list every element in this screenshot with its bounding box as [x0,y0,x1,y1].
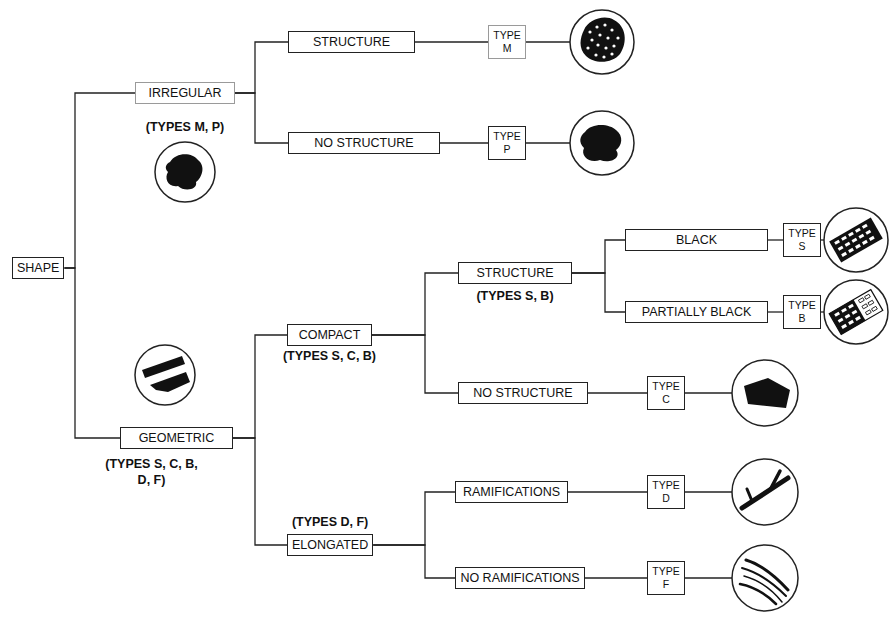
box-label: TYPE M [491,29,523,55]
type-group-note: (TYPES S, B) [476,288,553,304]
box-label: TYPE P [491,130,523,156]
geometric-picture [135,345,195,405]
tree-connector [233,335,287,438]
tree-connector [440,142,488,143]
tree-connector [64,93,135,268]
box-label: RAMIFICATIONS [460,485,563,499]
feature-box: RAMIFICATIONS [455,481,568,503]
box-label: BLACK [630,233,763,247]
type-f-picture [732,545,798,611]
category-box: ELONGATED(TYPES D, F) [287,534,373,556]
tree-connector [568,491,647,492]
box-label: IRREGULAR [140,86,230,100]
tree-connector [572,240,625,273]
type-c-picture [732,360,798,426]
tree-connector [768,311,783,312]
box-label: NO STRUCTURE [463,386,583,400]
feature-box: NO STRUCTURE [288,132,440,154]
feature-box: BLACK [625,229,768,251]
box-label: STRUCTURE [293,35,410,49]
type-p-picture [570,111,634,175]
tree-connector [588,392,647,393]
tree-connector [372,335,458,393]
type-m-picture [570,10,634,74]
tree-connector [233,438,287,545]
feature-box: STRUCTURE(TYPES S, B) [458,262,572,284]
type-s-picture [824,208,888,272]
box-label: TYPE S [786,227,818,253]
category-box: COMPACT(TYPES S, C, B) [287,324,372,346]
irregular-picture [155,142,215,202]
type-group-note: (TYPES S, C, B, D, F) [102,456,202,488]
tree-connector [235,42,288,93]
category-box: GEOMETRIC(TYPES S, C, B, D, F) [120,427,233,449]
box-label: PARTIALLY BLACK [630,305,763,319]
type-box: TYPE P [488,126,526,160]
type-box: TYPE C [647,376,685,410]
feature-box: NO STRUCTURE [458,382,588,404]
feature-box: NO RAMIFICATIONS [455,567,585,589]
type-box: TYPE M [488,25,526,59]
type-box: TYPE F [647,561,685,595]
box-label: COMPACT [292,328,367,342]
type-box: TYPE D [647,475,685,509]
tree-connector [64,268,120,438]
box-label: TYPE B [786,299,818,325]
type-group-note: (TYPES M, P) [146,119,224,135]
type-box: TYPE B [783,295,821,329]
box-label: GEOMETRIC [125,431,228,445]
box-label: TYPE C [650,380,682,406]
root-box: SHAPE [12,257,64,279]
tree-connector [415,41,488,42]
type-box: TYPE S [783,223,821,257]
feature-box: PARTIALLY BLACK [625,301,768,323]
category-box: IRREGULAR(TYPES M, P) [135,82,235,104]
tree-connector [373,545,455,578]
type-to-picture-lines [526,42,824,578]
box-label: NO STRUCTURE [293,136,435,150]
box-label: ELONGATED [292,538,368,552]
box-label: STRUCTURE [463,266,567,280]
type-group-note: (TYPES D, F) [292,514,368,530]
type-b-picture [824,280,888,344]
feature-box: STRUCTURE [288,31,415,53]
type-d-picture [732,459,798,525]
tree-connector [585,577,647,578]
type-group-note: (TYPES S, C, B) [283,348,376,364]
box-label: NO RAMIFICATIONS [460,571,580,585]
box-label: TYPE D [650,479,682,505]
box-label: SHAPE [17,261,59,275]
box-label: TYPE F [650,565,682,591]
tree-connector [235,93,288,143]
tree-connector [572,273,625,312]
tree-connector [372,273,458,335]
tree-connector [768,239,783,240]
tree-connector [373,492,455,545]
